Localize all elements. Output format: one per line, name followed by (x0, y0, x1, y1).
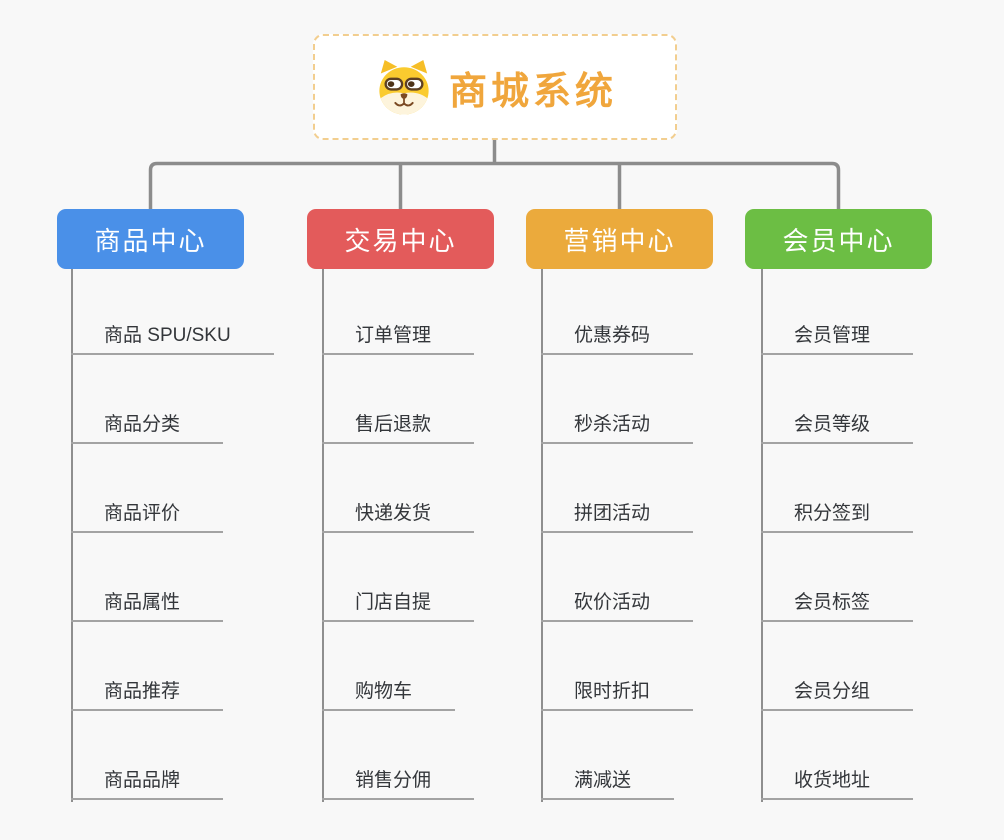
leaf-node[interactable]: 订单管理 (322, 313, 475, 355)
leaf-node[interactable]: 砍价活动 (541, 580, 694, 622)
root-node-title: 商城系统 (448, 70, 617, 113)
leaf-node[interactable]: 门店自提 (322, 580, 475, 622)
leaf-node[interactable]: 收货地址 (761, 758, 914, 800)
leaf-node[interactable]: 商品分类 (71, 402, 224, 444)
branch-rail-line (148, 161, 841, 209)
leaf-node[interactable]: 售后退款 (322, 402, 475, 444)
leaf-node[interactable]: 快递发货 (322, 491, 475, 533)
leaf-node[interactable]: 销售分佣 (322, 758, 475, 800)
leaf-node[interactable]: 商品品牌 (71, 758, 224, 800)
leaf-node[interactable]: 会员标签 (761, 580, 914, 622)
leaf-node[interactable]: 优惠券码 (541, 313, 694, 355)
leaf-node[interactable]: 会员分组 (761, 669, 914, 711)
branch-label: 交易中心 (344, 225, 457, 256)
leaf-node[interactable]: 商品推荐 (71, 669, 224, 711)
leaf-node[interactable]: 拼团活动 (541, 491, 694, 533)
leaf-node[interactable]: 满减送 (541, 758, 675, 800)
leaf-node[interactable]: 商品属性 (71, 580, 224, 622)
branch-node-product-center[interactable]: 商品中心 (57, 209, 244, 269)
branch-label: 营销中心 (563, 225, 676, 256)
leaf-node[interactable]: 商品评价 (71, 491, 224, 533)
branch-node-trade-center[interactable]: 交易中心 (307, 209, 494, 269)
branch-label: 会员中心 (782, 225, 895, 256)
leaf-node[interactable]: 会员管理 (761, 313, 914, 355)
dog-mascot-icon (379, 59, 429, 115)
root-node[interactable]: 商城系统 (313, 34, 677, 140)
leaf-node[interactable]: 购物车 (322, 669, 456, 711)
leaf-node[interactable]: 商品 SPU/SKU (71, 313, 274, 355)
leaf-node[interactable]: 秒杀活动 (541, 402, 694, 444)
leaf-node[interactable]: 会员等级 (761, 402, 914, 444)
branch-node-member-center[interactable]: 会员中心 (745, 209, 932, 269)
branch-label: 商品中心 (94, 225, 207, 256)
branch-node-marketing-center[interactable]: 营销中心 (526, 209, 713, 269)
leaf-node[interactable]: 积分签到 (761, 491, 914, 533)
leaf-node[interactable]: 限时折扣 (541, 669, 694, 711)
